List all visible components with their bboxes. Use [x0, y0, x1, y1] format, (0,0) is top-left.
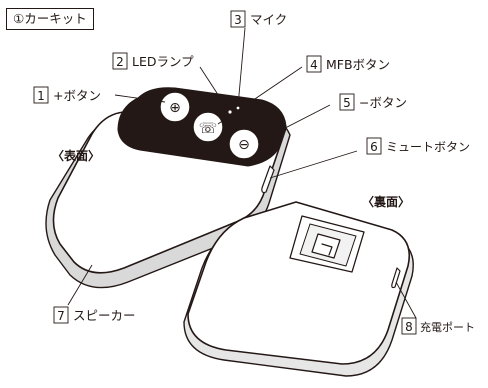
back-device: [183, 201, 414, 377]
clip-mark: [321, 243, 333, 256]
callout-6-label: ミュートボタン: [386, 140, 470, 154]
callout-5-label: −ボタン: [359, 95, 407, 110]
callout-2: 2 LEDランプ: [112, 52, 194, 70]
callout-4-number: 4: [310, 58, 318, 72]
front-device: ⊕ ☏ ⊖: [45, 87, 291, 289]
leader-4: [217, 66, 303, 125]
callout-5: 5 −ボタン: [339, 93, 407, 111]
callout-2-number: 2: [116, 55, 124, 69]
callout-1-label: +ボタン: [53, 88, 101, 103]
leader-3: [237, 27, 246, 107]
callout-3-label: マイク: [250, 12, 287, 27]
callout-boxes: 1 +ボタン 2 LEDランプ 3 マイク 4 MFBボタン 5 −ボタ: [33, 10, 475, 335]
leader-1: [114, 94, 166, 103]
minus-button: [228, 128, 260, 160]
callout-5-number: 5: [343, 96, 351, 110]
back-view-label: 〈裏面〉: [362, 195, 411, 209]
callout-1: 1 +ボタン: [33, 86, 101, 104]
charging-port: [391, 267, 401, 289]
callout-4-label: MFBボタン: [326, 57, 390, 72]
callout-7-number: 7: [57, 309, 65, 323]
leader-2: [199, 66, 229, 111]
callout-4: 4 MFBボタン: [306, 55, 390, 73]
leader-6: [269, 150, 358, 179]
diagram-title: ①カーキット: [6, 8, 94, 30]
mfb-button: [192, 111, 224, 143]
callout-1-number: 1: [37, 89, 45, 103]
leader-8: [395, 281, 417, 319]
callout-8-number: 8: [405, 320, 413, 334]
phone-icon: ☏: [199, 119, 218, 137]
mute-button: [261, 165, 275, 194]
led-lamp: [228, 110, 232, 114]
minus-icon: ⊖: [238, 137, 250, 153]
microphone: [236, 106, 240, 110]
leader-lines: [67, 27, 417, 319]
plus-button: [159, 91, 191, 123]
callout-3: 3 マイク: [230, 10, 287, 28]
callout-6: 6 ミュートボタン: [366, 137, 470, 155]
callout-6-number: 6: [370, 140, 378, 154]
callout-2-label: LEDランプ: [132, 54, 194, 69]
leader-7: [67, 264, 93, 306]
plus-icon: ⊕: [169, 100, 181, 116]
callout-7: 7 スピーカー: [53, 306, 136, 324]
callout-8: 8 充電ポート: [401, 317, 475, 335]
callout-8-label: 充電ポート: [420, 320, 475, 334]
leader-5: [257, 104, 331, 143]
front-view-label: 〈表面〉: [52, 149, 101, 163]
callout-7-label: スピーカー: [73, 308, 136, 323]
callout-3-number: 3: [234, 13, 242, 27]
clip-tab: [311, 233, 341, 259]
